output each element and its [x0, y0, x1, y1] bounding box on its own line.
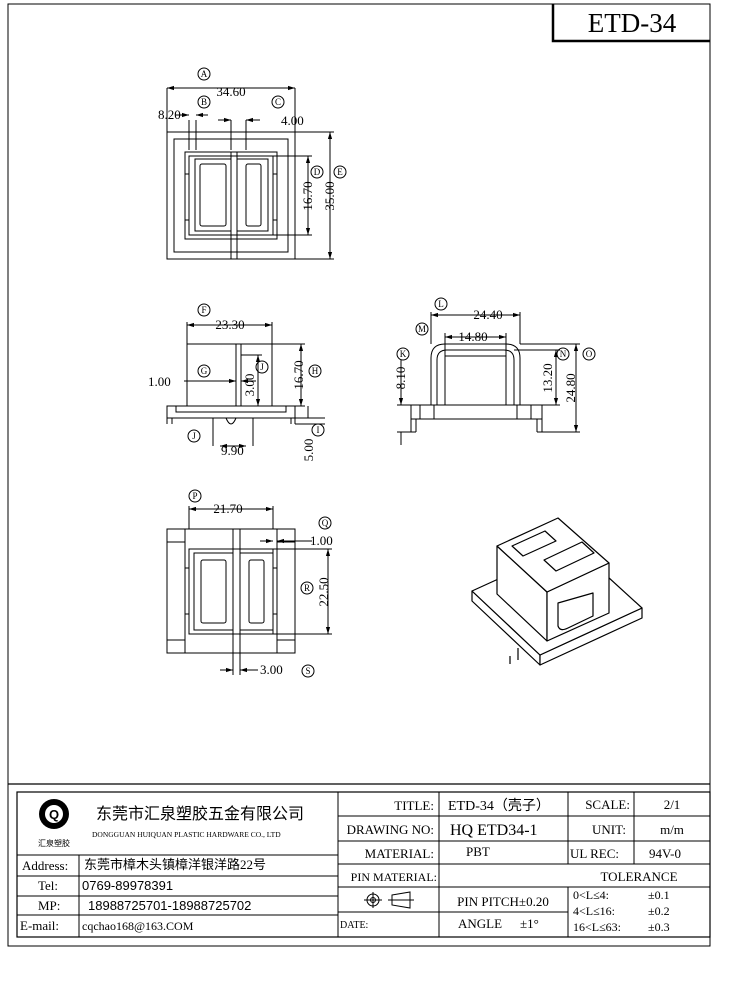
dim-i-value: 5.00 [301, 439, 316, 462]
material-label: MATERIAL: [365, 846, 434, 861]
dim-j-value: 3.00 [242, 374, 257, 397]
dim-a-value: 34.60 [216, 84, 245, 99]
dim-m-value: 14.80 [458, 329, 487, 344]
drawing-no-label: DRAWING NO: [347, 822, 434, 837]
marker-i: I [317, 425, 320, 435]
company-name-en: DONGGUAN HUIQUAN PLASTIC HARDWARE CO., L… [92, 830, 281, 839]
marker-s: S [305, 666, 310, 676]
dim-l-value: 24.40 [473, 307, 502, 322]
marker-e: E [337, 167, 343, 177]
dim-d-value: 16.70 [300, 181, 315, 210]
title-block [16, 791, 711, 938]
ul-label: UL REC: [570, 846, 619, 861]
marker-j2: J [192, 431, 196, 441]
top-view [166, 85, 334, 260]
dim-h-value: 16.70 [291, 360, 306, 389]
scale-label: SCALE: [585, 797, 630, 812]
marker-d: D [314, 167, 321, 177]
logo-letter-icon: Q [49, 807, 59, 822]
dim-o-value: 24.80 [563, 373, 578, 402]
drawing-no-value: HQ ETD34-1 [450, 822, 538, 839]
scale-value: 2/1 [664, 797, 681, 812]
tol-2-range: 4<L≤16: [573, 904, 615, 918]
tel-label: Tel: [38, 878, 58, 893]
dim-j2-value: 9.90 [221, 443, 244, 458]
projection-symbol-icon [364, 891, 414, 909]
tel-value: 0769-89978391 [82, 878, 173, 893]
unit-value: m/m [660, 822, 684, 837]
title-label: TITLE: [394, 798, 434, 813]
dim-q-value: 1.00 [310, 533, 333, 548]
mp-value: 18988725701-18988725702 [88, 898, 251, 913]
ul-value: 94V-0 [649, 846, 681, 861]
tol-3-value: ±0.3 [648, 920, 670, 934]
top-view-markers: A B C D E [197, 67, 347, 179]
bottom-view-markers: P Q R S [188, 489, 332, 678]
dim-n-value: 13.20 [540, 363, 555, 392]
address-value: 东莞市樟木头镇樟洋银洋路22号 [84, 857, 266, 872]
company-name-cn: 东莞市汇泉塑胶五金有限公司 [96, 805, 304, 823]
tol-1-range: 0<L≤4: [573, 888, 609, 902]
tol-2-value: ±0.2 [648, 904, 670, 918]
title-value: ETD-34（壳子） [448, 797, 550, 814]
marker-l: L [438, 299, 444, 309]
isometric-view [471, 517, 643, 666]
email-label: E-mail: [20, 918, 59, 933]
dim-b-value: 8.20 [158, 107, 181, 122]
dim-p-value: 21.70 [213, 501, 242, 516]
title-block-text: 东莞市汇泉塑胶五金有限公司 DONGGUAN HUIQUAN PLASTIC H… [20, 797, 684, 934]
front-view [166, 322, 325, 449]
dim-c-value: 4.00 [281, 113, 304, 128]
front-view-markers: F G J H I J [187, 303, 325, 443]
logo-text: 汇泉塑胶 [38, 838, 70, 848]
drawing-title: ETD-34 [588, 8, 677, 38]
address-label: Address: [22, 858, 68, 873]
dim-g-value: 1.00 [148, 374, 171, 389]
tol-1-value: ±0.1 [648, 888, 670, 902]
front-view-labels: 23.30 1.00 3.00 16.70 5.00 9.90 [148, 317, 316, 461]
marker-o: O [586, 349, 593, 359]
marker-h: H [312, 366, 319, 376]
mp-label: MP: [38, 898, 60, 913]
marker-f: F [201, 305, 206, 315]
bottom-view [166, 506, 332, 675]
tol-3-range: 16<L≤63: [573, 920, 621, 934]
dim-s-value: 3.00 [260, 662, 283, 677]
marker-r: R [304, 583, 310, 593]
dim-r-value: 22.50 [316, 577, 331, 606]
side-view-markers: L M K N O [396, 297, 596, 361]
side-view [397, 312, 580, 445]
dim-k-value: 8.10 [393, 367, 408, 390]
marker-q: Q [322, 518, 329, 528]
pin-pitch: PIN PITCH±0.20 [457, 894, 549, 909]
material-value: PBT [466, 844, 490, 859]
side-view-labels: 24.40 14.80 8.10 13.20 24.80 [393, 307, 578, 403]
dim-f-value: 23.30 [215, 317, 244, 332]
date-label: DATE: [340, 920, 368, 931]
marker-n: N [560, 349, 567, 359]
unit-label: UNIT: [592, 822, 626, 837]
dim-e-value: 35.00 [322, 181, 337, 210]
tolerance-label: TOLERANCE [600, 869, 677, 884]
angle-value: ±1° [520, 916, 539, 931]
marker-b: B [201, 97, 207, 107]
marker-m: M [418, 324, 426, 334]
top-view-labels: 34.60 8.20 4.00 16.70 35.00 [158, 84, 337, 211]
marker-g: G [201, 366, 208, 376]
marker-p: P [192, 491, 197, 501]
email-value: cqchao168@163.COM [82, 919, 194, 933]
pin-material-label: PIN MATERIAL: [351, 870, 437, 884]
logo: Q 汇泉塑胶 [38, 799, 70, 848]
sheet-frame [7, 3, 711, 947]
bottom-view-labels: 21.70 1.00 22.50 3.00 [213, 501, 332, 677]
title-box: ETD-34 [551, 4, 710, 43]
marker-a: A [201, 69, 208, 79]
angle-label: ANGLE [458, 916, 502, 931]
marker-j: J [260, 362, 264, 372]
marker-c: C [275, 97, 281, 107]
marker-k: K [400, 349, 407, 359]
